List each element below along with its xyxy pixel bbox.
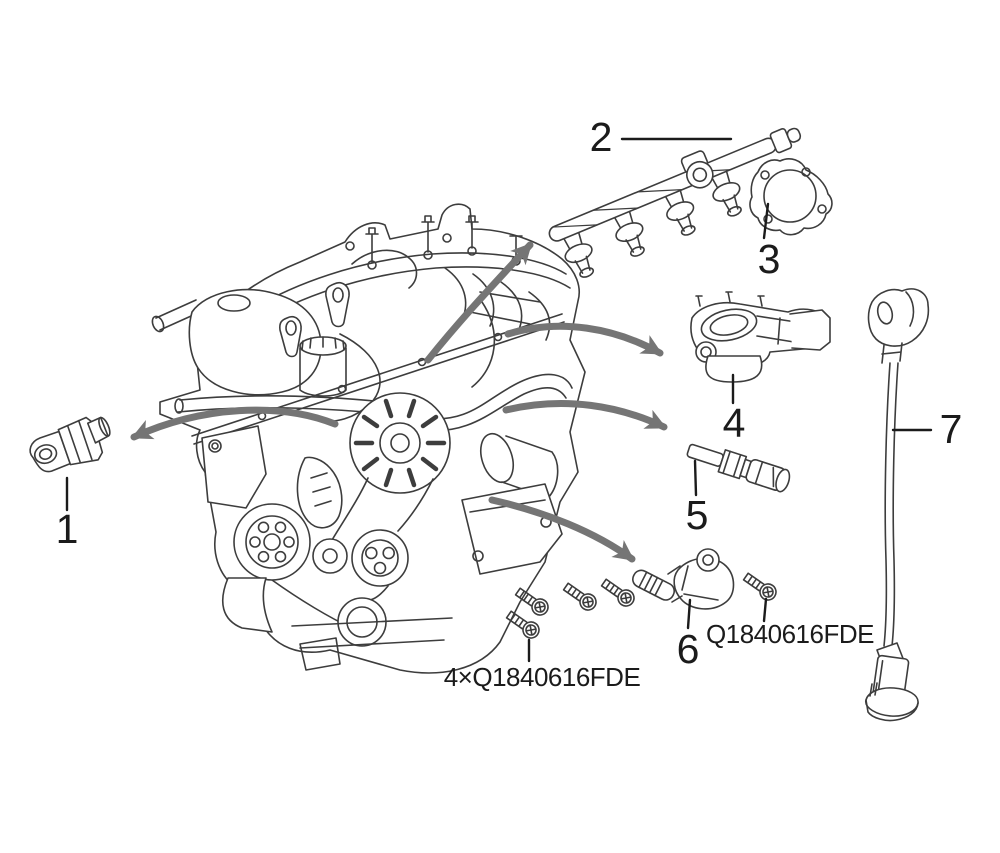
starter-drawing	[479, 432, 559, 499]
callout-1: 1	[55, 506, 79, 552]
callout-7: 7	[939, 406, 963, 452]
arrow-to-part-6	[488, 496, 636, 563]
callout-2: 2	[589, 114, 613, 160]
leader-5	[693, 459, 698, 497]
arrow-to-part-1	[130, 406, 339, 441]
callout-4: 4	[722, 400, 746, 446]
leader-lines	[65, 137, 933, 663]
coolant-temp-sensor-drawing	[686, 443, 791, 493]
arrow-to-part-2	[424, 241, 534, 364]
part-code-single-bolt: Q1840616FDE	[706, 619, 874, 649]
throttle-body-drawing	[690, 291, 831, 383]
engine-assembly-drawing	[151, 203, 586, 674]
oil-pressure-switch-drawing	[29, 416, 111, 473]
part-code-bolt-set: 4×Q1840616FDE	[443, 662, 641, 692]
cam-sensor-drawing	[632, 548, 735, 610]
oxygen-sensor-drawing	[865, 288, 930, 722]
arrow-to-part-4	[504, 322, 664, 357]
callout-3: 3	[757, 236, 781, 282]
throttle-gasket-drawing	[749, 158, 833, 236]
bolt-drawings	[505, 572, 777, 639]
callout-6: 6	[676, 626, 700, 672]
oil-filter-drawing	[299, 336, 347, 397]
arrow-to-part-5	[502, 400, 668, 431]
callout-5: 5	[685, 492, 709, 538]
fuel-rail-drawing	[548, 127, 802, 278]
flow-arrows	[130, 241, 668, 563]
leader-6	[686, 598, 692, 630]
leader-bolt-single	[762, 597, 768, 623]
alternator-drawing	[349, 392, 451, 494]
leader-3	[762, 202, 770, 240]
